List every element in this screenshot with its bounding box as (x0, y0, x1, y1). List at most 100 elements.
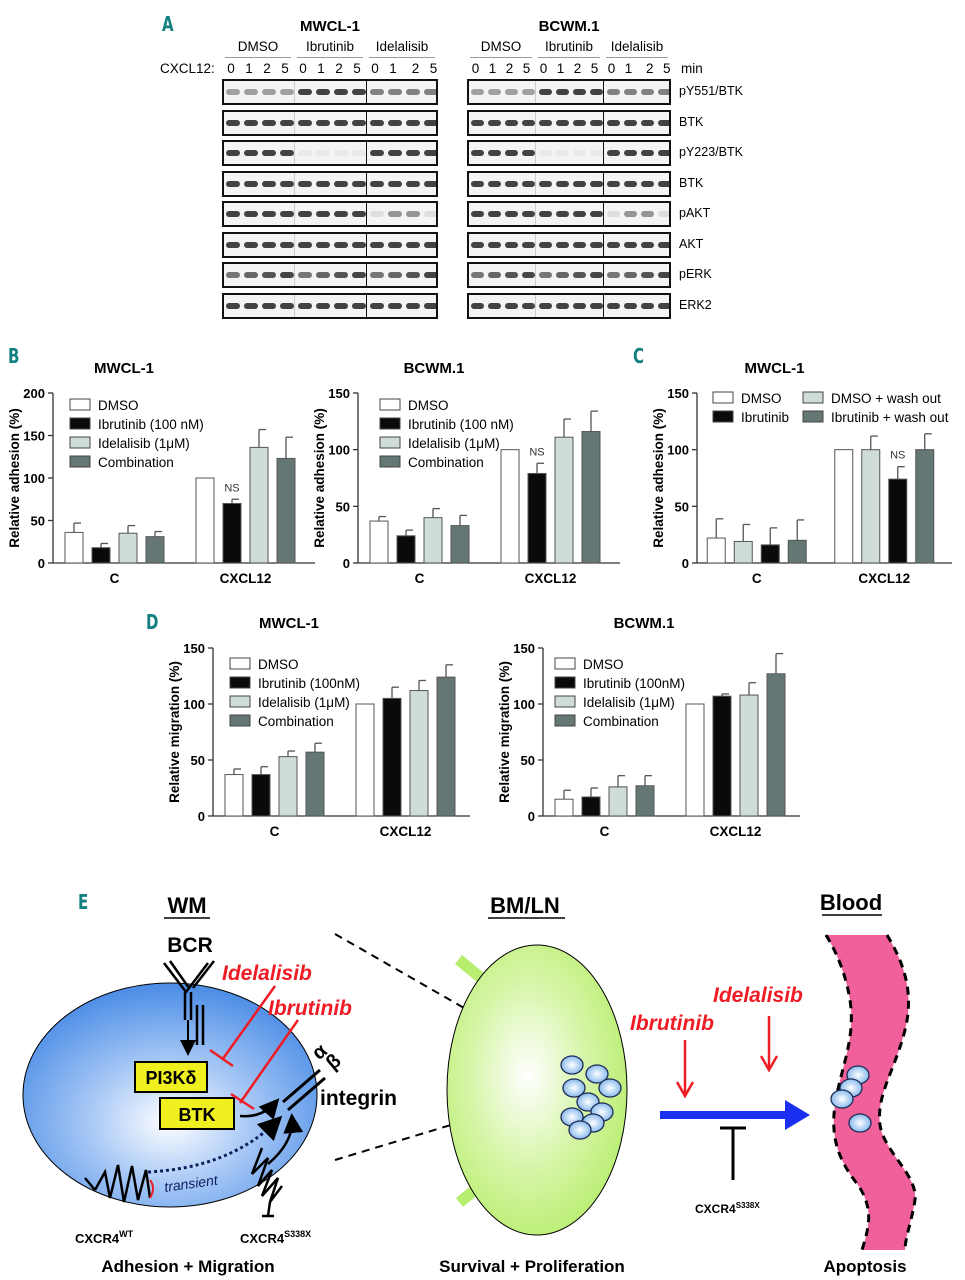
blot-band (406, 211, 420, 217)
cxcr4-wt-tail (149, 1179, 154, 1199)
y-axis-label: Relative migration (%) (497, 661, 512, 803)
timepoint-label: 5 (662, 61, 671, 76)
x-category-label: CXCL12 (858, 571, 910, 585)
blot-btk (467, 170, 671, 197)
blot-band (573, 272, 586, 278)
legend-label: Combination (408, 455, 484, 470)
blot-band (334, 211, 348, 217)
blot-band (334, 89, 348, 95)
blot-band (658, 211, 669, 217)
blot-band (522, 241, 535, 248)
blot-band (226, 180, 240, 187)
bar (581, 431, 601, 564)
egress-arrow-head (785, 1100, 810, 1130)
vessel-wall-right (877, 934, 917, 1251)
y-axis-label: Relative adhesion (%) (7, 408, 22, 548)
timepoint-label: 2 (411, 61, 420, 76)
lane-divider (294, 294, 295, 317)
panel-letter-a: A (162, 12, 174, 36)
dashed-zoom-line-bottom (334, 1091, 561, 1161)
blot-band (556, 211, 569, 217)
treatment-underline (606, 57, 668, 58)
panel-letter-c: C (633, 344, 645, 368)
blot-band (522, 180, 535, 187)
blot-band (298, 211, 312, 217)
blot-band (590, 119, 603, 126)
ns-annotation: NS (224, 482, 239, 494)
x-category-label: CXCL12 (710, 824, 762, 839)
circulating-cell-cluster (830, 1065, 872, 1133)
lane-divider (603, 264, 604, 286)
blot-band (262, 180, 276, 187)
blot-band (280, 89, 294, 95)
caption-wm: Adhesion + Migration (101, 1257, 274, 1276)
treatment-label: DMSO (480, 39, 522, 54)
tumor-cell (560, 1055, 584, 1075)
blot-band (406, 89, 420, 95)
blot-band (244, 211, 258, 217)
blot-band (505, 211, 518, 217)
y-axis-label: Relative adhesion (%) (651, 408, 666, 548)
legend-label: DMSO (741, 391, 782, 406)
blot-band (298, 241, 312, 248)
blot-band (244, 241, 258, 248)
blot-band (624, 272, 637, 278)
blot-band (388, 89, 402, 95)
cxcr4-inhibition-icon (720, 1126, 746, 1180)
chart-title: MWCL-1 (94, 360, 154, 377)
blot-py223btk (222, 140, 438, 166)
blot-band (624, 180, 637, 187)
idelalisib-label-blood: Idelalisib (713, 984, 803, 1007)
bar (251, 774, 271, 817)
btk-box (159, 1097, 235, 1130)
blot-band (658, 180, 669, 187)
blot-band (658, 119, 669, 126)
bar (733, 540, 753, 564)
timepoint-label: 0 (371, 61, 379, 76)
y-tick-label: 50 (521, 753, 535, 768)
blot-erk2 (222, 292, 438, 319)
treatment-underline (369, 57, 435, 58)
idelalisib-label-wm: Idelalisib (222, 962, 312, 985)
blot-band (334, 272, 348, 278)
blot-band (316, 302, 330, 309)
blot-band (641, 272, 654, 278)
blot-band (573, 302, 586, 309)
blot-band (298, 180, 312, 187)
blot-band (590, 272, 603, 278)
blot-band (298, 119, 312, 126)
legend-label: Idelalisib (1μM) (583, 695, 675, 710)
blot-band (298, 272, 312, 278)
treatment-label: Idelalisib (610, 39, 664, 54)
cxcr4-s338x-label-wm: CXCR4S338X (240, 1229, 311, 1246)
y-tick-label: 50 (336, 499, 350, 514)
blot-band (280, 241, 294, 248)
blot-band (316, 89, 330, 95)
blot-band (488, 89, 501, 95)
blot-py551btk (467, 79, 671, 105)
blot-band (244, 272, 258, 278)
y-tick-label: 50 (31, 514, 45, 529)
blot-band (624, 211, 637, 217)
y-tick-label: 0 (682, 556, 689, 571)
treatment-underline (297, 57, 363, 58)
blot-band (505, 302, 518, 309)
bar (396, 535, 416, 564)
blot-band (244, 180, 258, 187)
lane-divider (535, 81, 536, 103)
y-tick-label: 100 (183, 697, 205, 712)
lane-divider (366, 294, 367, 317)
blot-band (262, 89, 276, 95)
bar (554, 436, 574, 564)
bcr-label: BCR (167, 934, 213, 957)
bar (635, 785, 655, 817)
legend-label: Ibrutinib (100nM) (583, 676, 685, 691)
blot-band (406, 119, 420, 126)
lane-divider (603, 294, 604, 317)
legend-label: Combination (258, 714, 334, 729)
blot-band (556, 89, 569, 95)
chart-title: MWCL-1 (745, 360, 805, 377)
bar (712, 695, 732, 817)
blot-band (424, 180, 436, 187)
